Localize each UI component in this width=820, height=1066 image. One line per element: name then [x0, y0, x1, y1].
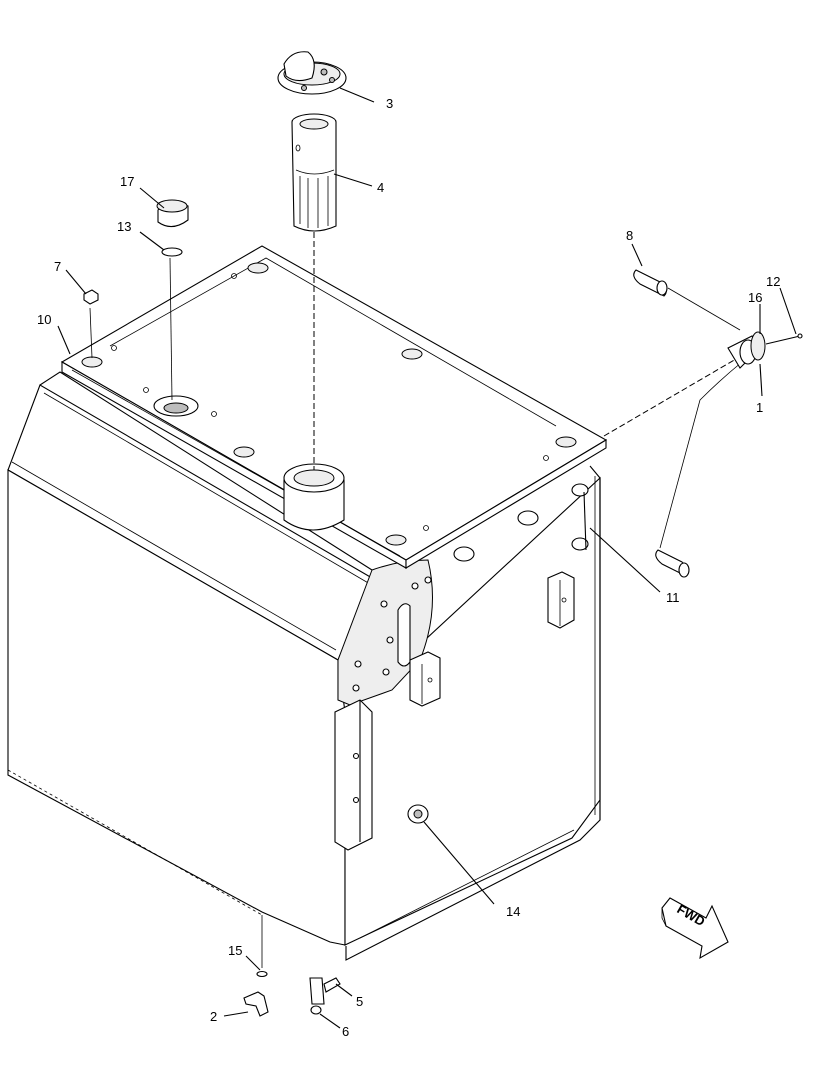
part-3-sender-cap: [277, 51, 347, 95]
part-11-guard-rail: [583, 491, 587, 551]
callout-13: 13: [117, 219, 131, 234]
part-14-grommet: [407, 804, 429, 824]
callout-7: 7: [54, 259, 61, 274]
callout-16: 16: [748, 290, 762, 305]
part-8-float: [633, 269, 668, 297]
callout-5: 5: [356, 994, 363, 1009]
callout-14: 14: [506, 904, 520, 919]
callout-15: 15: [228, 943, 242, 958]
callout-12: 12: [766, 274, 780, 289]
callout-11: 11: [666, 590, 680, 605]
callout-1: 1: [756, 400, 763, 415]
fuel-tank-top-plate: [60, 245, 608, 569]
part-6-plug: [310, 1005, 322, 1015]
part-2-drain-elbow: [243, 991, 269, 1017]
part-4-sender-tube: [291, 113, 337, 232]
leader-lines: [57, 87, 797, 1029]
callout-4: 4: [377, 180, 384, 195]
part-15-washer: [256, 970, 268, 978]
callout-3: 3: [386, 96, 393, 111]
fuel-tank-body: [7, 371, 601, 961]
part-13-o-ring: [161, 247, 183, 257]
callout-17: 17: [120, 174, 134, 189]
callout-8: 8: [626, 228, 633, 243]
part-12-screw: [765, 333, 803, 345]
forward-direction-arrow: FWD: [661, 897, 729, 960]
part-17-filler-cap: [156, 199, 189, 228]
callout-6: 6: [342, 1024, 349, 1039]
part-7-bolt: [83, 289, 99, 305]
part-float-lower: [655, 549, 690, 578]
part-5-drain-valve: [309, 977, 341, 1005]
callout-2: 2: [210, 1009, 217, 1024]
part-16-gasket: [750, 331, 766, 361]
callout-labels: 3 4 17 13 7 10 8 12 16 1 11 14 15 2 5 6: [37, 96, 780, 1039]
assembly-center-lines: [7, 232, 749, 968]
callout-10: 10: [37, 312, 51, 327]
